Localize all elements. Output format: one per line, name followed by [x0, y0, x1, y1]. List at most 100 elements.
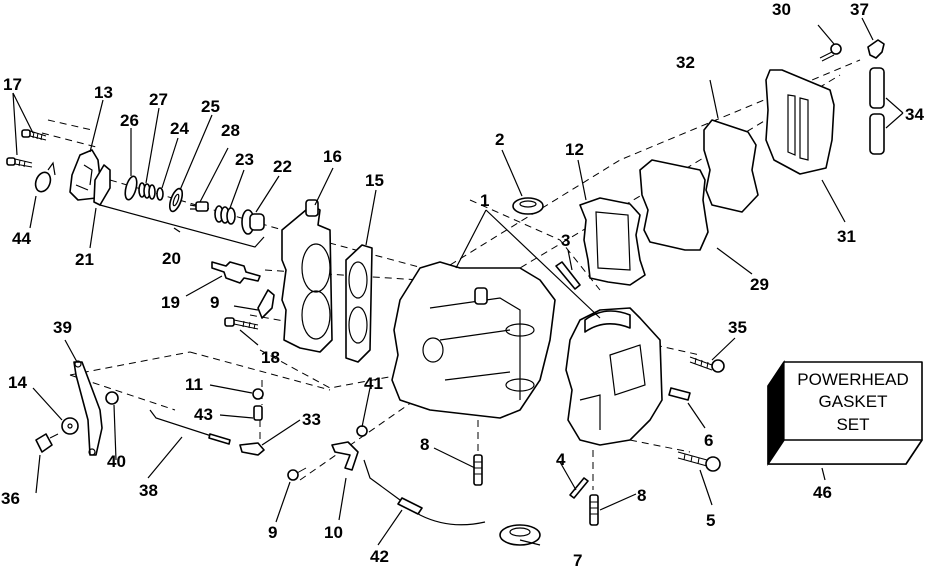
callout-20: 19 — [161, 293, 180, 312]
part-28-spring[interactable] — [138, 182, 156, 200]
gasket-set-label-line2: GASKET — [819, 392, 888, 411]
part-39-link-rod[interactable] — [149, 409, 231, 445]
callout-15: 14 — [8, 373, 27, 392]
callout-17: 16 — [323, 147, 342, 166]
leader-lines — [12, 17, 904, 546]
callout-2: 2 — [495, 130, 504, 149]
part-7-seal[interactable] — [499, 524, 541, 546]
part-6-dowel-pin[interactable] — [668, 387, 691, 401]
part-42-nut[interactable] — [356, 425, 368, 437]
callout-12: 11 — [185, 375, 203, 394]
part-4-dowel-pin[interactable] — [569, 477, 589, 499]
part-24-spring[interactable] — [214, 205, 236, 225]
part-19-bolt[interactable] — [224, 317, 259, 330]
part-35-hoses[interactable] — [869, 67, 885, 155]
callout-37: 36 — [1, 489, 20, 508]
callout-16: 15 — [365, 171, 384, 190]
part-29-valve[interactable] — [189, 201, 209, 212]
callout-30: 29 — [750, 275, 769, 294]
callout-35: 34 — [905, 105, 924, 124]
part-1-crankcase-cylinder-block[interactable] — [391, 261, 556, 419]
part-22-gasket[interactable] — [93, 164, 111, 206]
part-46-powerhead-gasket-set[interactable]: POWERHEAD GASKET SET — [767, 360, 923, 466]
callout-4: 4 — [556, 450, 566, 469]
part-45-clip[interactable] — [33, 161, 56, 194]
part-3-dowel-pin[interactable] — [555, 261, 581, 290]
callout-31: 30 — [772, 0, 791, 19]
callout-22: 21 — [75, 250, 94, 269]
part-36-bolt[interactable] — [689, 356, 725, 373]
part-20-spark-plug[interactable] — [211, 261, 261, 284]
callout-25: 24 — [170, 119, 189, 138]
part-30-cover-plate[interactable] — [639, 159, 709, 251]
part-25-washer[interactable] — [156, 187, 164, 201]
callout-1: 1 — [480, 191, 489, 210]
callout-24: 23 — [235, 150, 254, 169]
part-8-stud-b[interactable] — [589, 494, 599, 526]
part-34-link[interactable] — [239, 442, 265, 456]
part-9-screw[interactable] — [287, 467, 307, 481]
part-38-fitting[interactable] — [867, 39, 885, 59]
part-23-cap[interactable] — [241, 209, 265, 235]
callout-27: 26 — [120, 111, 139, 130]
part-12-nut[interactable] — [252, 388, 264, 400]
callout-36: 35 — [728, 318, 747, 337]
part-32-exhaust-cover[interactable] — [765, 69, 835, 175]
callout-41: 40 — [107, 452, 126, 471]
callout-21: 20 — [162, 249, 181, 268]
part-43-choke-cable[interactable] — [363, 459, 486, 526]
callout-39: 38 — [139, 481, 158, 500]
part-44-screw[interactable] — [253, 405, 263, 421]
callout-14: 13 — [94, 83, 113, 102]
gasket-set-label-line3: SET — [836, 415, 869, 434]
part-1-crankcase-cover[interactable] — [565, 307, 663, 446]
gasket-set-label-line1: POWERHEAD — [797, 370, 908, 389]
callout-43: 42 — [370, 547, 389, 566]
callout-29: 28 — [221, 121, 240, 140]
callout-38: 37 — [850, 0, 869, 19]
callout-8-lower: 8 — [637, 486, 646, 505]
callout-32: 31 — [837, 227, 856, 246]
callout-42: 41 — [364, 374, 383, 393]
part-5-bolt[interactable] — [677, 451, 721, 472]
part-26-diaphragm[interactable] — [167, 187, 185, 213]
callout-13: 12 — [565, 140, 584, 159]
callout-23: 22 — [273, 157, 292, 176]
callout-33: 32 — [676, 53, 695, 72]
part-41-nut[interactable] — [105, 391, 119, 405]
part-31-screw[interactable] — [819, 43, 842, 62]
part-11-bracket[interactable] — [331, 441, 359, 471]
callout-34: 33 — [302, 410, 321, 429]
part-15-washer[interactable] — [61, 417, 79, 435]
part-37-screw[interactable] — [35, 433, 59, 453]
callout-5: 5 — [706, 511, 715, 530]
part-13-gasket[interactable] — [579, 197, 646, 286]
callout-28: 27 — [149, 90, 168, 109]
callout-45: 44 — [12, 229, 31, 248]
part-10-clip[interactable] — [257, 289, 275, 319]
part-21-group-bracket — [99, 204, 265, 248]
callout-8-upper: 8 — [420, 435, 429, 454]
part-2-seal[interactable] — [512, 197, 544, 215]
callout-40: 39 — [53, 318, 72, 337]
part-27-o-ring[interactable] — [123, 175, 139, 201]
callout-6: 6 — [704, 431, 713, 450]
callout-46: 46 — [813, 483, 832, 502]
part-8-stud-a[interactable] — [473, 454, 483, 486]
callout-3: 3 — [561, 231, 570, 250]
callout-9: 9 — [268, 523, 277, 542]
part-40-throttle-lever[interactable] — [73, 360, 103, 456]
part-18-screws[interactable] — [6, 129, 47, 168]
callout-19: 18 — [261, 348, 280, 367]
callout-44: 43 — [194, 405, 213, 424]
part-17-cylinder-head[interactable] — [281, 199, 333, 353]
part-16-head-gasket[interactable] — [345, 244, 373, 363]
callout-11: 10 — [324, 523, 343, 542]
part-33-gasket[interactable] — [703, 119, 759, 213]
callout-26: 25 — [201, 97, 220, 116]
callout-18: 17 — [3, 75, 22, 94]
callout-10: 9 — [210, 293, 219, 312]
callout-7: 7 — [573, 551, 582, 570]
